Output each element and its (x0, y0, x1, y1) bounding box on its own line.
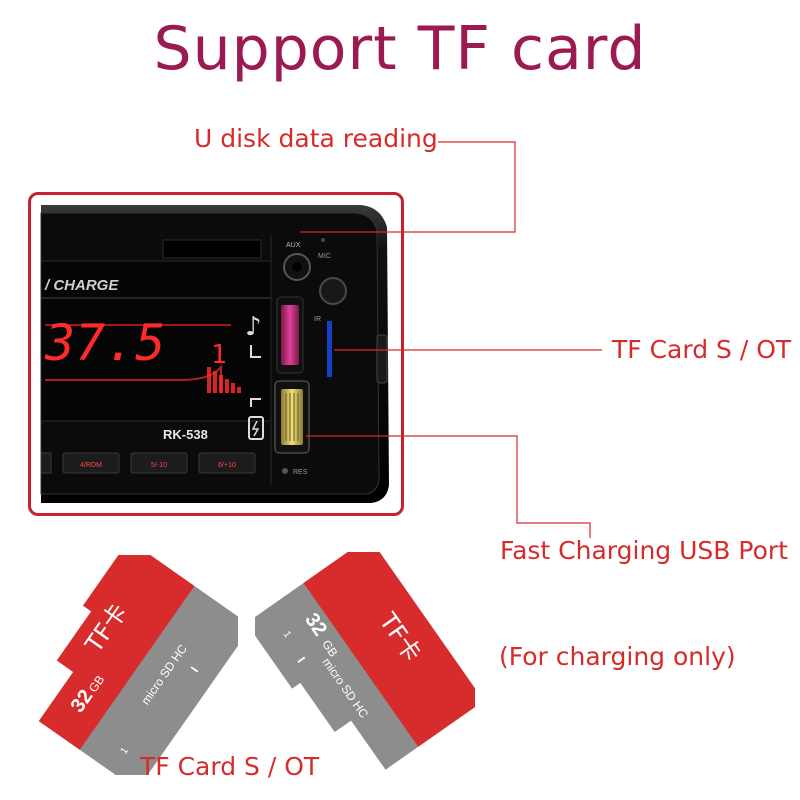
mic-hole (321, 238, 325, 242)
card-class: I (188, 664, 201, 675)
frequency-readout: 37.5 (44, 314, 165, 372)
channel-readout: 1 (211, 340, 227, 370)
reset-button[interactable] (282, 468, 288, 474)
tf-card-slot[interactable] (327, 321, 332, 377)
bottom-tf-label: TF Card S / OT (140, 752, 320, 781)
preset-button-label: 5/-10 (151, 462, 167, 469)
callout-u-disk: U disk data reading (194, 124, 438, 153)
card-class-mark: 1 (281, 629, 293, 640)
ir-label: IR (314, 316, 321, 323)
page-title: Support TF card (153, 14, 647, 84)
reset-label: RES (293, 469, 308, 476)
battery-charge-icon (248, 416, 264, 440)
preset-button-5[interactable]: 5/-10 (130, 452, 188, 474)
display-label: / CHARGE (44, 277, 119, 294)
card-class: I (295, 654, 308, 665)
car-stereo-illustration: / CHARGE 37.5 1 RK-538 4/RDM 5/-10 (40, 205, 389, 503)
model-label: RK-538 (163, 427, 208, 442)
card-class-mark: 1 (119, 745, 131, 756)
callout-usb-port: Fast Charging USB Port (500, 536, 788, 565)
music-note-icon: ♪ (245, 312, 262, 342)
callout-tf-slot: TF Card S / OT (612, 335, 792, 364)
car-stereo-image: / CHARGE 37.5 1 RK-538 4/RDM 5/-10 (28, 192, 404, 516)
mic-label: MIC (318, 253, 331, 260)
callout-charging-note: (For charging only) (499, 642, 736, 671)
tf-card-right: TF卡 micro SD HC I 32 GB 1 (246, 537, 484, 776)
preset-button-label: 4/RDM (80, 462, 102, 469)
preset-button-6[interactable]: 6/+10 (198, 452, 256, 474)
aux-label: AUX (286, 242, 301, 249)
spectrum-bars (207, 367, 241, 393)
preset-button-label: 6/+10 (218, 462, 236, 469)
ir-sensor (319, 277, 347, 305)
preset-button-4[interactable]: 4/RDM (62, 452, 120, 474)
tf-card-left: TF卡 micro SD HC I 32 GB 1 (28, 540, 252, 790)
